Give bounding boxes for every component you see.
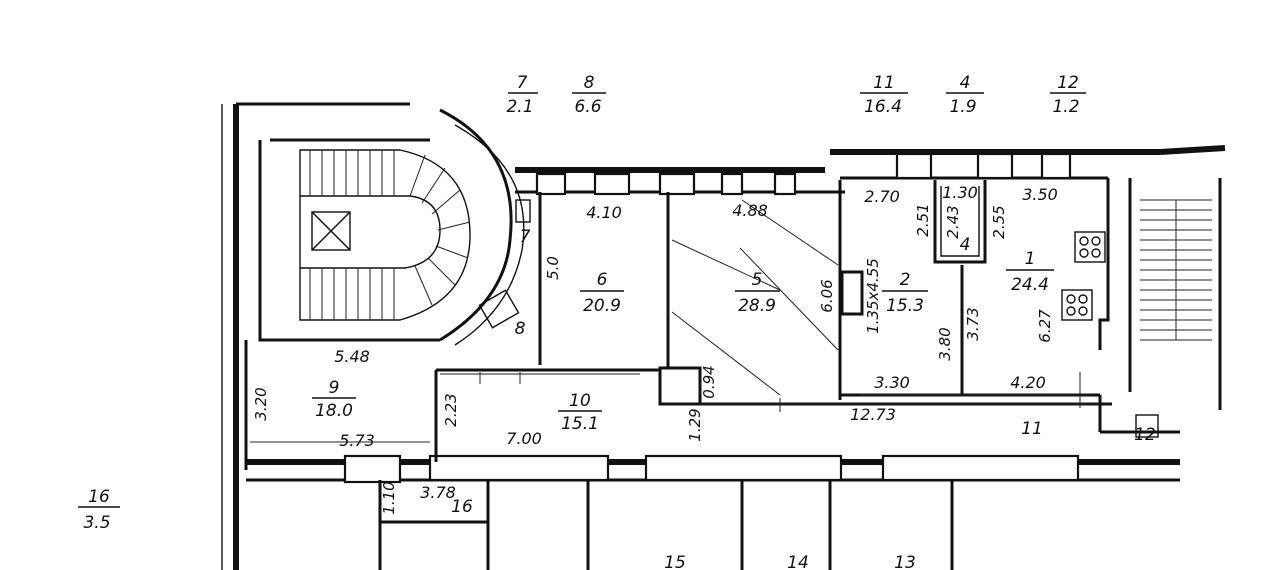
dimension: 5.73 <box>339 431 375 450</box>
room-mark: 14 <box>787 553 809 570</box>
room-mark: 11 <box>1021 419 1043 439</box>
top-label-area: 16.4 <box>864 97 902 117</box>
vertical-dimension: 2.55 <box>990 205 1008 238</box>
dimension: 4.20 <box>1010 373 1046 392</box>
vertical-dimension: 6.27 <box>1036 309 1054 343</box>
room-area: 24.4 <box>1011 275 1049 295</box>
room-num: 10 <box>569 391 591 411</box>
room-area: 15.1 <box>561 414 599 434</box>
vertical-dimension: 5.0 <box>544 256 562 280</box>
vertical-dimensions: 5.0 6.06 2.51 2.43 2.55 1.35x4.55 3.80 3… <box>252 203 1054 514</box>
dimension: 12.73 <box>850 405 896 424</box>
top-label-num: 8 <box>584 73 595 93</box>
room-mark: 4 <box>960 235 971 255</box>
top-label-area: 1.9 <box>949 97 976 117</box>
top-labels: 7 2.1 8 6.6 11 16.4 4 1.9 12 1.2 16 3.5 <box>78 73 1086 533</box>
staircase <box>258 108 525 346</box>
vertical-dimension: 2.43 <box>944 205 962 238</box>
vertical-dimension: 2.51 <box>914 203 932 236</box>
room-num: 9 <box>329 378 340 398</box>
room-mark: 15 <box>664 553 686 570</box>
room-mark: 13 <box>894 553 916 570</box>
room-area: 15.3 <box>886 296 924 316</box>
room-mark: 12 <box>1134 425 1156 445</box>
windows <box>343 152 1080 484</box>
fixtures <box>478 199 1212 438</box>
room-labels: 6 20.9 5 28.9 2 15.3 1 24.4 9 18.0 10 15… <box>312 227 1156 570</box>
dimension: 5.48 <box>334 347 370 366</box>
side-label-num: 16 <box>88 487 110 507</box>
top-label-num: 4 <box>960 73 971 93</box>
dimension: 7.00 <box>506 429 542 448</box>
top-label-num: 11 <box>873 73 895 93</box>
top-label-num: 12 <box>1057 73 1079 93</box>
dimension: 3.50 <box>1022 185 1058 204</box>
vertical-dimension: 2.23 <box>442 393 460 426</box>
dimension: 2.70 <box>864 187 900 206</box>
room-area: 28.9 <box>738 296 776 316</box>
vertical-dimension: 0.94 <box>700 365 718 398</box>
vertical-dimension: 1.10 <box>380 481 398 514</box>
room-area: 20.9 <box>583 296 621 316</box>
vertical-dimension: 6.06 <box>818 279 836 312</box>
top-label-area: 2.1 <box>506 97 533 117</box>
dimension: 4.88 <box>732 201 768 220</box>
vertical-dimension: 1.35x4.55 <box>864 258 882 334</box>
room-area: 18.0 <box>315 401 353 421</box>
top-label-area: 1.2 <box>1052 97 1079 117</box>
dimensions: 4.10 4.88 2.70 1.30 3.50 5.48 3.30 4.20 … <box>334 183 1058 502</box>
room-mark: 16 <box>451 497 473 517</box>
side-label-area: 3.5 <box>83 513 110 533</box>
interior-walls <box>244 180 1112 570</box>
vertical-dimension: 3.73 <box>964 307 982 340</box>
room-num: 6 <box>597 270 608 290</box>
room-num: 1 <box>1025 249 1036 269</box>
top-label-num: 7 <box>517 73 528 93</box>
room-num: 5 <box>752 270 763 290</box>
dimension: 1.30 <box>942 183 978 202</box>
room-num: 2 <box>900 270 911 290</box>
vertical-dimension: 1.29 <box>686 408 704 441</box>
dimension: 3.78 <box>420 483 456 502</box>
room-mark: 7 <box>520 227 531 247</box>
room-mark: 8 <box>515 319 526 339</box>
dimension: 4.10 <box>586 203 622 222</box>
dimension-ticks <box>250 372 1100 443</box>
vertical-dimension: 3.80 <box>936 327 954 360</box>
top-label-area: 6.6 <box>574 97 601 117</box>
vertical-dimension: 3.20 <box>252 387 270 420</box>
dimension: 3.30 <box>874 373 910 392</box>
